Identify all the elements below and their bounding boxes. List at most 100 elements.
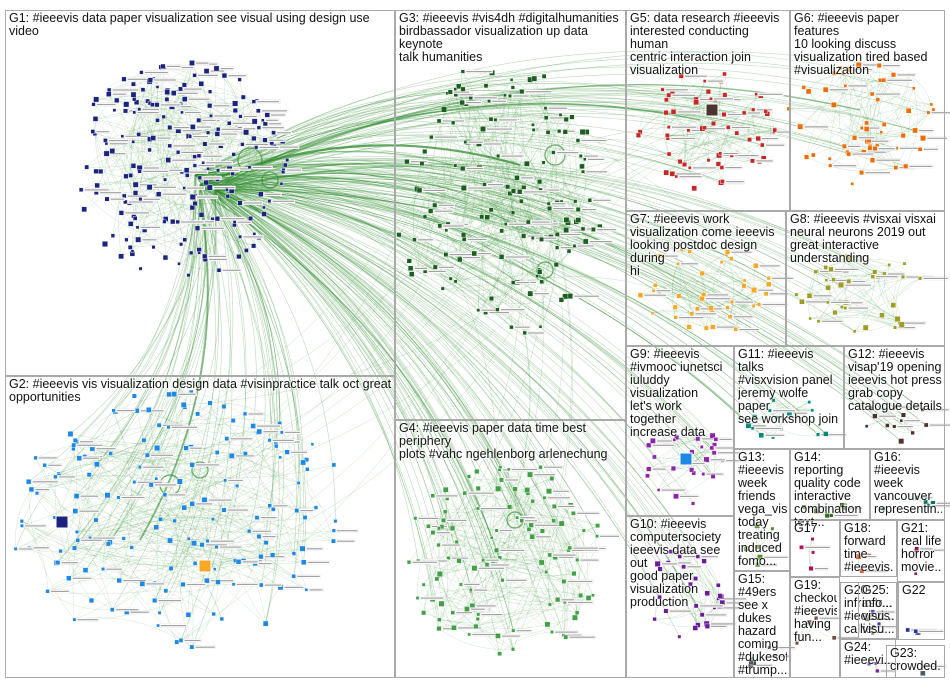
- edge: [252, 425, 334, 542]
- edge: [21, 489, 32, 522]
- edge: [829, 158, 896, 171]
- edge: [47, 591, 113, 611]
- edge: [866, 128, 897, 168]
- edge: [833, 104, 876, 149]
- group-label-g9: G9: #ieeevis #ivmooc iunetsci iuluddy vi…: [630, 348, 723, 439]
- edge: [417, 166, 583, 269]
- group-label-g25: G25: info... visu... visu...: [862, 584, 895, 636]
- edge: [161, 160, 169, 219]
- edge: [847, 257, 902, 325]
- edge: [668, 562, 708, 627]
- edge: [199, 184, 542, 563]
- edge: [90, 444, 313, 539]
- group-label-g16: G16: #ieeevis week vancouver representin…: [874, 451, 942, 516]
- edge: [470, 97, 514, 213]
- edge: [679, 132, 737, 162]
- edge: [491, 245, 575, 299]
- edge: [109, 540, 281, 588]
- edge: [448, 557, 553, 633]
- edge: [699, 80, 705, 129]
- edge: [15, 410, 137, 549]
- group-label-g3: G3: #ieeevis #vis4dh #digitalhumanities …: [399, 12, 619, 64]
- edge: [718, 144, 763, 165]
- edge: [527, 493, 566, 636]
- edge: [194, 103, 857, 176]
- edge: [123, 86, 158, 197]
- edge: [214, 132, 681, 191]
- edge: [883, 80, 929, 113]
- edge: [842, 73, 916, 131]
- edge: [478, 497, 545, 615]
- edge: [487, 159, 585, 218]
- edge: [703, 280, 745, 295]
- edge: [453, 520, 522, 628]
- edge: [214, 189, 715, 453]
- edge: [74, 505, 270, 620]
- edge: [199, 184, 478, 472]
- edge: [156, 527, 304, 565]
- edge: [44, 464, 334, 535]
- edge: [712, 289, 755, 328]
- edge: [194, 160, 829, 288]
- edge: [443, 467, 501, 521]
- edge: [463, 193, 511, 235]
- edge: [670, 551, 721, 597]
- edge: [470, 97, 601, 227]
- edge: [505, 87, 538, 277]
- edge: [194, 120, 484, 176]
- edge: [810, 276, 904, 319]
- edge: [194, 174, 530, 530]
- edge: [194, 158, 842, 286]
- edge: [214, 51, 880, 191]
- edge: [183, 226, 601, 406]
- edge: [199, 184, 753, 429]
- edge: [133, 128, 241, 167]
- edge: [667, 114, 725, 139]
- edge: [556, 166, 583, 203]
- edge: [445, 142, 471, 255]
- group-panel-g5: G5: data research #ieeevis interested co…: [626, 10, 790, 211]
- edge: [423, 541, 457, 613]
- group-panel-g18: G18: forward time #ieeevis...: [840, 520, 897, 577]
- edge: [497, 269, 540, 310]
- group-panel-g25: G25: info... visu... visu...: [858, 582, 898, 640]
- edge: [192, 207, 254, 247]
- edge: [209, 105, 266, 124]
- edge: [845, 302, 898, 320]
- edge: [199, 184, 667, 612]
- edge: [214, 173, 514, 213]
- edge: [488, 95, 506, 257]
- edge: [526, 489, 574, 514]
- edge: [448, 552, 575, 574]
- edge: [103, 563, 219, 583]
- edge: [481, 210, 732, 259]
- edge: [438, 120, 518, 283]
- edge: [96, 464, 223, 619]
- edge: [137, 130, 189, 137]
- edge: [206, 455, 232, 542]
- edge: [438, 520, 454, 613]
- edge: [691, 556, 699, 626]
- edge: [133, 88, 181, 143]
- edge: [185, 506, 215, 570]
- edge: [158, 425, 208, 542]
- edge: [164, 245, 575, 496]
- edge: [92, 72, 142, 132]
- edge: [28, 117, 547, 482]
- edge: [467, 117, 547, 143]
- edge: [527, 493, 556, 558]
- edge: [100, 134, 139, 172]
- edge: [446, 93, 530, 222]
- edge: [214, 189, 336, 522]
- edge: [806, 104, 932, 158]
- edge: [503, 163, 528, 328]
- edge: [199, 184, 826, 435]
- edge: [464, 219, 569, 240]
- edge: [428, 476, 470, 527]
- edge: [411, 163, 528, 275]
- edge: [180, 88, 240, 257]
- edge: [68, 190, 420, 579]
- edge: [194, 174, 888, 426]
- edge: [199, 184, 699, 440]
- edge: [521, 91, 542, 182]
